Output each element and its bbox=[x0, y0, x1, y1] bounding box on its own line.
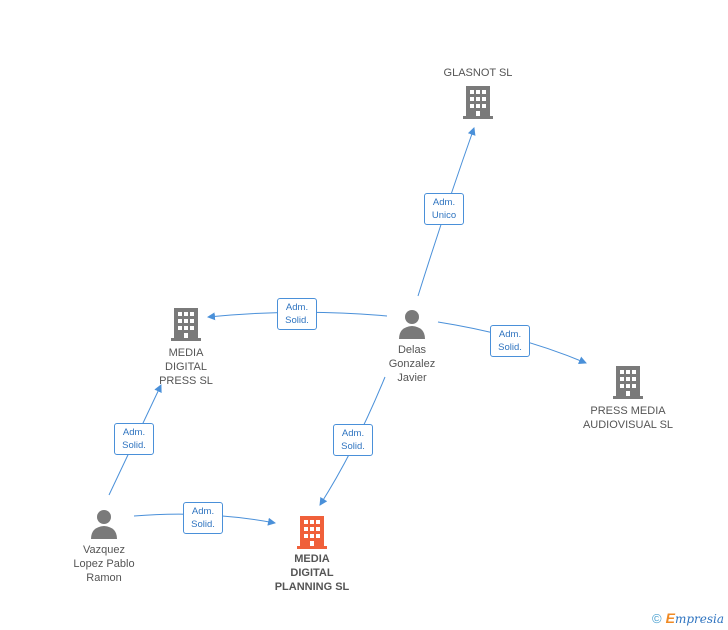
brand-name: mpresia bbox=[674, 612, 724, 626]
edge-label-delas-press-media: Adm. Solid. bbox=[490, 325, 530, 357]
building-icon bbox=[297, 516, 327, 549]
node-media-digital-planning[interactable]: MEDIA DIGITAL PLANNING SL bbox=[262, 514, 362, 594]
edge-label-vazquez-media-digital-planning: Adm. Solid. bbox=[183, 502, 223, 534]
edge-label-vazquez-media-digital-press: Adm. Solid. bbox=[114, 423, 154, 455]
brand-e: E bbox=[665, 610, 675, 626]
node-delas-gonzalez-javier[interactable]: Delas Gonzalez Javier bbox=[372, 308, 452, 385]
node-press-media-audiovisual[interactable]: PRESS MEDIA AUDIOVISUAL SL bbox=[568, 364, 688, 432]
person-icon bbox=[91, 510, 117, 539]
node-label: MEDIA DIGITAL PLANNING SL bbox=[274, 553, 350, 593]
node-label: Vazquez Lopez Pablo Ramon bbox=[73, 544, 135, 584]
node-media-digital-press[interactable]: MEDIA DIGITAL PRESS SL bbox=[140, 306, 232, 388]
building-icon bbox=[463, 86, 493, 119]
node-vazquez-lopez-pablo-ramon[interactable]: Vazquez Lopez Pablo Ramon bbox=[62, 508, 146, 585]
edge-label-delas-glasnot: Adm. Unico bbox=[424, 193, 464, 225]
node-label: GLASNOT SL bbox=[443, 67, 513, 79]
person-icon bbox=[399, 310, 425, 339]
building-icon bbox=[171, 308, 201, 341]
empresia-logo: ©Empresia bbox=[652, 610, 724, 626]
copyright-icon: © bbox=[652, 611, 662, 626]
node-label: MEDIA DIGITAL PRESS SL bbox=[159, 347, 213, 387]
building-icon bbox=[613, 366, 643, 399]
edge-label-delas-media-digital-press: Adm. Solid. bbox=[277, 298, 317, 330]
edge-label-delas-media-digital-planning: Adm. Solid. bbox=[333, 424, 373, 456]
node-glasnot[interactable]: GLASNOT SL bbox=[428, 66, 528, 120]
node-label: Delas Gonzalez Javier bbox=[388, 344, 436, 384]
node-label: PRESS MEDIA AUDIOVISUAL SL bbox=[582, 405, 674, 431]
